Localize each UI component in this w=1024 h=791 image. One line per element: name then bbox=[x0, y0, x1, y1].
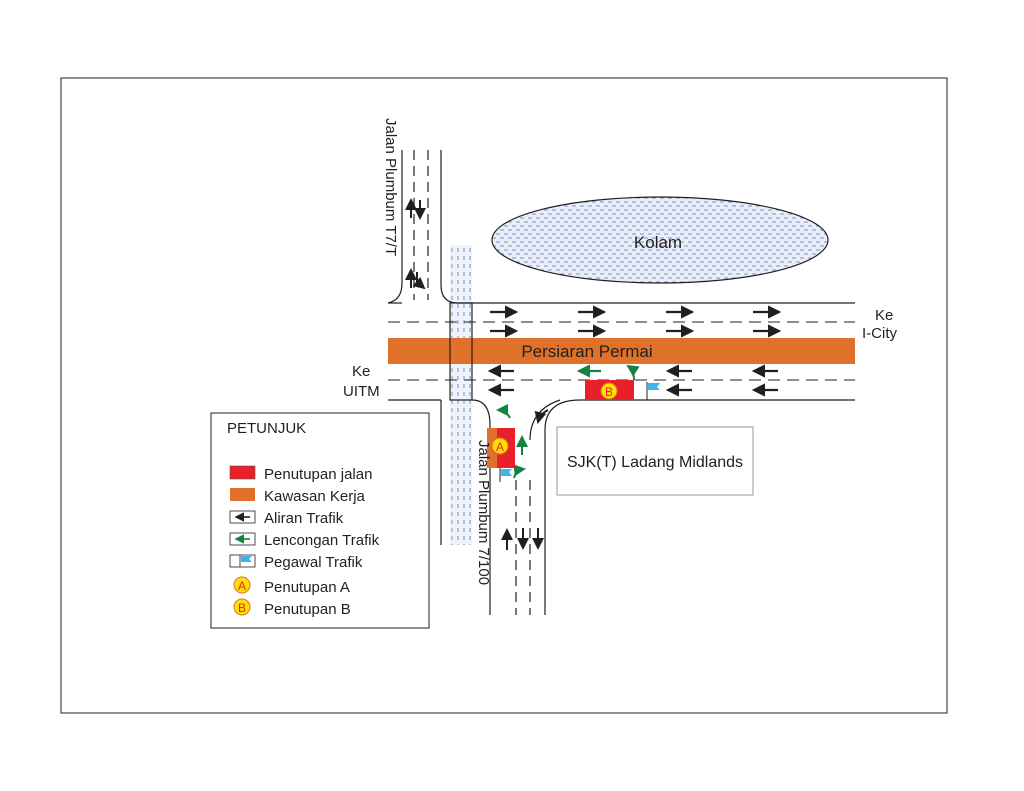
east-destination-line2: I-City bbox=[862, 325, 897, 342]
map-frame bbox=[60, 77, 948, 714]
water-channel bbox=[450, 245, 472, 545]
svg-text:B: B bbox=[238, 601, 246, 615]
traffic-officer-flag-icon bbox=[229, 554, 256, 568]
legend-label: Penutupan B bbox=[264, 601, 351, 618]
main-road: Persiaran Permai bbox=[388, 302, 855, 401]
closure-b-marker: B bbox=[605, 385, 613, 399]
legend-label: Penutupan A bbox=[264, 579, 350, 596]
work-zone bbox=[388, 338, 855, 364]
school-label: SJK(T) Ladang Midlands bbox=[567, 454, 743, 471]
main-road-label: Persiaran Permai bbox=[521, 342, 652, 361]
traffic-officer-flag-icon bbox=[646, 382, 660, 400]
school-building bbox=[556, 426, 754, 496]
legend-label: Pegawal Trafik bbox=[264, 554, 363, 571]
legend-label: Kawasan Kerja bbox=[264, 488, 366, 505]
south-road-label: Jalan Plumbum 7/100 bbox=[475, 440, 492, 585]
eastbound-arrows bbox=[490, 305, 782, 338]
diversion-arrow-icon bbox=[229, 532, 256, 546]
west-destination-line1: Ke bbox=[352, 363, 370, 380]
east-destination-line1: Ke bbox=[875, 307, 893, 324]
legend: PETUNJUK Penutupan jalan Kawasan Kerja A… bbox=[210, 412, 430, 629]
west-destination-line2: UITM bbox=[343, 383, 380, 400]
south-road-traffic-arrows bbox=[501, 409, 549, 550]
closure-a-marker: A bbox=[496, 440, 504, 454]
legend-title: PETUNJUK bbox=[227, 420, 306, 437]
south-diversion-arrows bbox=[496, 404, 528, 479]
closure-a: A bbox=[487, 428, 515, 468]
bridge bbox=[449, 302, 473, 401]
north-road-traffic-arrows bbox=[405, 198, 426, 290]
work-zone-swatch bbox=[230, 488, 255, 501]
legend-label: Penutupan jalan bbox=[264, 466, 372, 483]
closure-b: B bbox=[585, 380, 634, 400]
closure-b-marker-icon: B bbox=[233, 598, 251, 616]
svg-text:A: A bbox=[238, 579, 246, 593]
legend-label: Aliran Trafik bbox=[264, 510, 344, 527]
legend-label: Lencongan Trafik bbox=[264, 532, 380, 549]
pond-label: Kolam bbox=[634, 233, 682, 252]
westbound-arrows bbox=[487, 364, 778, 397]
diversion-arrow bbox=[626, 364, 640, 381]
traffic-officer-flag-icon bbox=[499, 468, 512, 482]
pond: Kolam bbox=[491, 196, 829, 284]
closure-swatch bbox=[229, 465, 256, 480]
north-road-label: Jalan Plumbum T7/T bbox=[382, 118, 399, 256]
closure-a-marker-icon: A bbox=[233, 576, 251, 594]
traffic-flow-arrow-icon bbox=[229, 510, 256, 524]
